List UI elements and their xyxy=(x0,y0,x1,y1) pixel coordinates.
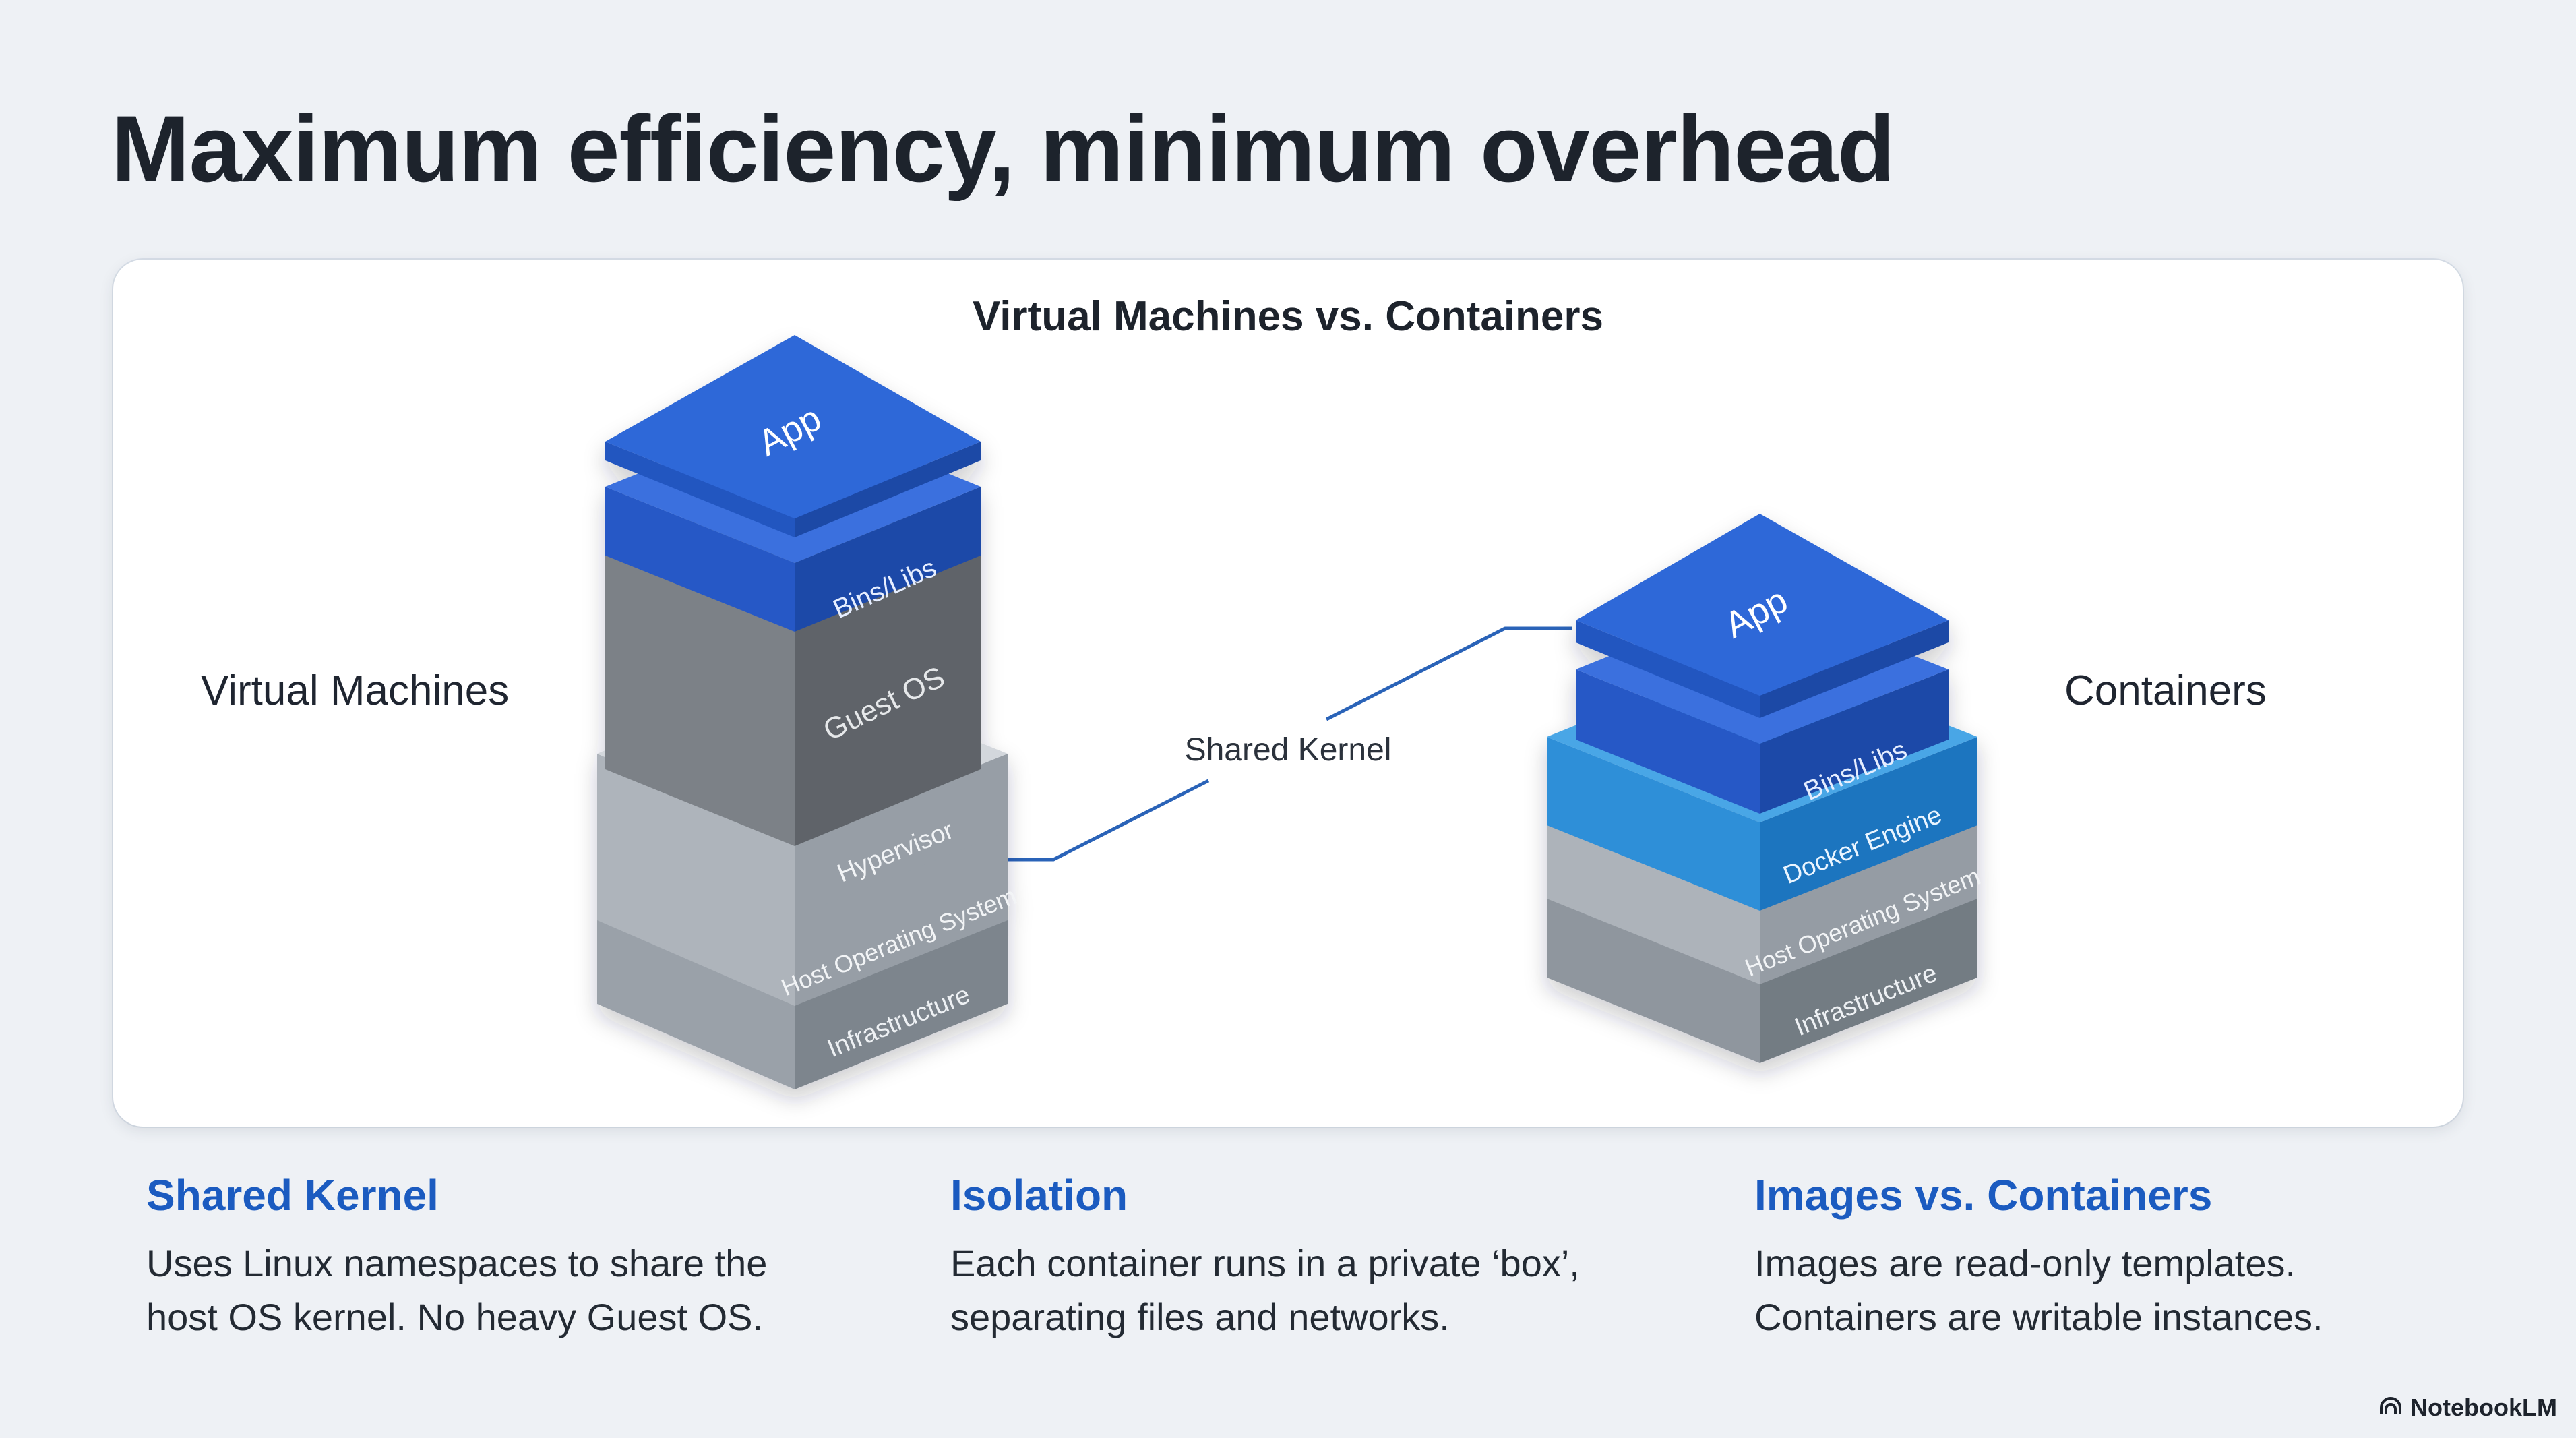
vm-vs-containers-diagram: Virtual Machines vs. Containers Virtual … xyxy=(201,293,2267,1089)
feature-title: Shared Kernel xyxy=(146,1171,439,1220)
feature-line: Images are read-only templates. xyxy=(1754,1241,2296,1284)
feature-title: Isolation xyxy=(950,1171,1128,1220)
notebooklm-brand: NotebookLM xyxy=(2379,1394,2557,1422)
feature-line: host OS kernel. No heavy Guest OS. xyxy=(146,1295,764,1338)
feature-shared-kernel: Shared Kernel Uses Linux namespaces to s… xyxy=(146,1170,888,1344)
shared-kernel-label: Shared Kernel xyxy=(1185,732,1392,768)
feature-title: Images vs. Containers xyxy=(1754,1171,2213,1220)
vm-side-label: Virtual Machines xyxy=(201,667,509,714)
feature-description: Uses Linux namespaces to share the host … xyxy=(146,1236,888,1344)
feature-description: Images are read-only templates. Containe… xyxy=(1754,1236,2496,1344)
feature-line: separating files and networks. xyxy=(950,1295,1450,1338)
page-title: Maximum efficiency, minimum overhead xyxy=(111,96,1895,202)
container-stack: Infrastructure Host Operating System Doc… xyxy=(1547,514,1984,1063)
vm-layer-app: App xyxy=(605,335,981,537)
feature-line: Each container runs in a private ‘box’, xyxy=(950,1241,1580,1284)
feature-images-vs-containers: Images vs. Containers Images are read-on… xyxy=(1754,1170,2496,1344)
feature-line: Containers are writable instances. xyxy=(1754,1295,2323,1338)
shared-kernel-connector xyxy=(1008,779,1210,862)
brand-name: NotebookLM xyxy=(2410,1394,2557,1421)
vm-stack: Infrastructure Host Operating System Hyp… xyxy=(597,335,1020,1089)
shared-kernel-connector-upper xyxy=(1325,626,1572,721)
container-layer-app: App xyxy=(1576,514,1949,718)
diagram-card: Virtual Machines vs. Containers Virtual … xyxy=(113,260,2463,1127)
containers-side-label: Containers xyxy=(2064,667,2267,714)
feature-line: Uses Linux namespaces to share the xyxy=(146,1241,768,1284)
feature-isolation: Isolation Each container runs in a priva… xyxy=(950,1170,1692,1344)
feature-description: Each container runs in a private ‘box’, … xyxy=(950,1236,1692,1344)
diagram-title: Virtual Machines vs. Containers xyxy=(973,293,1603,340)
notebooklm-logo-icon xyxy=(2379,1394,2402,1422)
